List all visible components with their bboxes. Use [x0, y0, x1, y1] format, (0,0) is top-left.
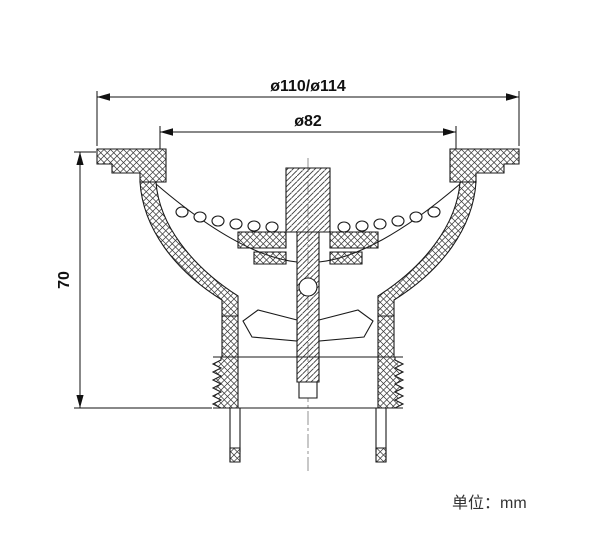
pipe-foot-left [229, 447, 241, 463]
basket-plate-right [329, 231, 379, 249]
perforation-loop [229, 218, 243, 230]
strainer-body [96, 148, 520, 472]
perforation-loop [427, 206, 441, 218]
arrowhead-top-icon [76, 152, 84, 165]
stem-nut [298, 381, 318, 399]
flange-section-left [96, 148, 167, 183]
center-stem [296, 231, 320, 383]
perforation-loop [337, 221, 351, 233]
dimension-outer-diameter: ø110/ø114 [96, 78, 520, 146]
dimension-label-outer-diameter: ø110/ø114 [270, 78, 346, 95]
throat-wall-right [377, 315, 395, 358]
basket-plate-left [237, 231, 287, 249]
stem-ball-seal [298, 277, 318, 297]
locking-wing-right [318, 309, 374, 342]
perforation-loop [391, 215, 405, 227]
flange-section-right [449, 148, 520, 183]
arrowhead-bottom-icon [76, 395, 84, 408]
basket-plate-lower-right [329, 251, 363, 265]
perforation-loop [211, 215, 225, 227]
throat-wall-left [221, 315, 239, 358]
perforation-loop [409, 211, 423, 223]
dimension-label-height: 70 [56, 271, 73, 289]
pipe-foot-right [375, 447, 387, 463]
arrowhead-right-icon [443, 128, 456, 136]
threaded-wall-left [211, 356, 239, 409]
basket-plate-lower-left [253, 251, 287, 265]
bowl-wall-right [377, 181, 477, 317]
bowl-wall-left [139, 181, 239, 317]
outlet-pipe [229, 408, 387, 463]
arrowhead-left-icon [97, 93, 110, 101]
dimension-inner-diameter: ø82 [159, 113, 457, 149]
perforation-loop [247, 220, 261, 232]
arrowhead-right-icon [506, 93, 519, 101]
perforation-loop [265, 221, 279, 233]
dimension-height: 70 [56, 151, 212, 409]
dimension-label-inner-diameter: ø82 [294, 113, 322, 130]
perforation-loop [175, 206, 189, 218]
center-post-top [285, 167, 331, 233]
arrowhead-left-icon [160, 128, 173, 136]
perforation-loop [355, 220, 369, 232]
locking-wing-left [242, 309, 298, 342]
threaded-wall-right [377, 356, 405, 409]
perforation-loop [373, 218, 387, 230]
perforation-loop [193, 211, 207, 223]
unit-label: 单位：mm [452, 494, 527, 512]
strainer-perforations [175, 206, 441, 233]
